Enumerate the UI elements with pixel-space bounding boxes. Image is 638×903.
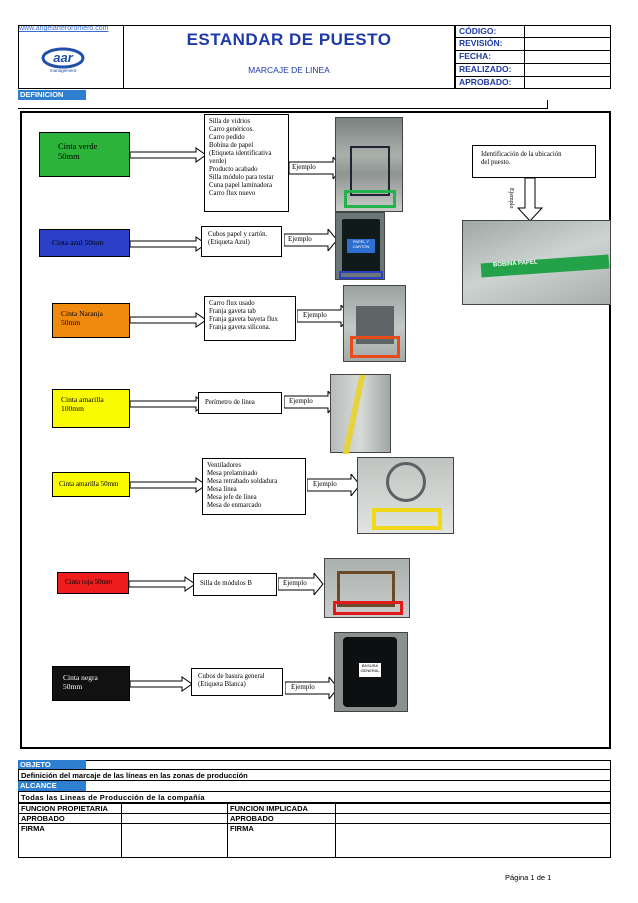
arrow-blue-to-items [130, 236, 206, 252]
field-aprobado-value[interactable] [524, 76, 611, 89]
approvals-table: FUNCION PROPIETARIA FUNCION IMPLICADA AP… [18, 803, 611, 858]
tape-orange: Cinta Naranja 50mm [52, 303, 130, 338]
items-yellow-100-text: Perímetro de línea [205, 399, 255, 406]
definicion-row [18, 100, 548, 109]
photo-black[interactable]: BASURA GENERAL [334, 632, 408, 712]
tape-red-label: Cinta roja 50mm [65, 578, 113, 586]
example-arrow-yellow-50 [307, 474, 361, 496]
identification-arrow [517, 178, 543, 222]
diagram-frame [20, 111, 611, 749]
field-fecha-label: FECHA: [455, 50, 525, 64]
photo-green[interactable] [335, 117, 403, 212]
header-logo-box [18, 25, 123, 89]
header-fields: CÓDIGO: REVISIÓN: FECHA: REALIZADO: APRO… [455, 25, 611, 89]
items-yellow-50-text: Ventiladores Mesa prelaminado Mesa retra… [207, 462, 278, 509]
logo-subtext: management [50, 68, 77, 73]
photo-blue-label: PAPEL Y CARTÓN [347, 239, 375, 253]
website-link[interactable]: www.angelarteroromero.com [19, 25, 109, 32]
field-fecha-value[interactable] [524, 50, 611, 64]
example-arrow-blue [284, 229, 338, 251]
arrow-yellow-50-to-items [130, 477, 206, 493]
logo-text: aar [53, 50, 73, 65]
approval-right-signature-label: FIRMA [227, 823, 336, 858]
example-label-yellow-100: Ejemplo [289, 397, 313, 405]
example-label-orange: Ejemplo [303, 311, 327, 319]
photo-blue[interactable]: PAPEL Y CARTÓN [335, 212, 385, 280]
alcance-label-row [86, 781, 611, 791]
approval-left-signature-value[interactable] [121, 823, 228, 858]
objeto-text: Definición del marcaje de las líneas en … [18, 769, 611, 781]
field-realizado-value[interactable] [524, 63, 611, 77]
items-red: Silla de módulos B [193, 573, 277, 596]
items-green-text: Silla de vidrios Carro genéricos. Carro … [209, 118, 274, 197]
items-red-text: Silla de módulos B [200, 580, 252, 587]
title-box [123, 25, 455, 89]
identification-text: Identificación de la ubicación del puest… [481, 151, 562, 166]
arrow-black-to-items [130, 676, 192, 692]
example-label-yellow-50: Ejemplo [313, 480, 337, 488]
items-black: Cubos de basura general (Etiqueta Blanca… [191, 668, 283, 696]
tape-yellow-50-label: Cinta amarilla 50mm [59, 480, 119, 488]
items-blue-text: Cubos papel y cartón. (Etiqueta Azul) [208, 231, 268, 246]
objeto-label-row [86, 760, 611, 770]
tape-yellow-100: Cinta amarilla 100mm [52, 389, 130, 428]
page-subtitle: MARCAJE DE LINEA [248, 65, 330, 75]
example-label-black: Ejemplo [291, 683, 315, 691]
items-black-text: Cubos de basura general (Etiqueta Blanca… [198, 673, 265, 688]
arrow-yellow-100-to-items [130, 396, 206, 412]
alcance-text: Todas las Lineas de Producción de la com… [18, 791, 611, 803]
identification-box: Identificación de la ubicación del puest… [472, 145, 596, 178]
photo-black-label: BASURA GENERAL [359, 663, 381, 677]
photo-orange[interactable] [343, 285, 406, 362]
tape-blue: Cinta azul 50mm [39, 229, 130, 257]
tape-blue-label: Cinta azul 50mm [52, 238, 104, 247]
field-realizado-label: REALIZADO: [455, 63, 525, 77]
items-blue: Cubos papel y cartón. (Etiqueta Azul) [201, 226, 282, 257]
approval-right-signature-value[interactable] [335, 823, 611, 858]
approval-left-signature-label: FIRMA [18, 823, 122, 858]
tape-black-label: Cinta negra 50mm [63, 673, 98, 691]
page-number: Página 1 de 1 [505, 873, 552, 882]
page-title: ESTANDAR DE PUESTO [186, 30, 392, 49]
field-revision-value[interactable] [524, 37, 611, 51]
tape-yellow-100-label: Cinta amarilla 100mm [61, 395, 104, 413]
example-label-blue: Ejemplo [288, 235, 312, 243]
alcance-label: ALCANCE [18, 781, 86, 791]
tape-orange-label: Cinta Naranja 50mm [61, 309, 103, 327]
arrow-orange-to-items [130, 312, 206, 328]
example-arrow-black [285, 677, 339, 699]
items-orange: Carro flux usado Franja gaveta tab Franj… [204, 296, 296, 341]
arrow-green-to-items [130, 147, 206, 163]
example-arrow-red [278, 573, 324, 595]
definicion-label: DEFINICION [18, 90, 86, 100]
photo-yellow-100[interactable] [330, 374, 391, 454]
objeto-label: OBJETO [18, 760, 86, 770]
identification-arrow-label: Ejemplo [508, 188, 514, 209]
items-yellow-50: Ventiladores Mesa prelaminado Mesa retra… [202, 458, 306, 515]
example-label-green: Ejemplo [292, 163, 316, 171]
company-logo: aar management [41, 46, 85, 74]
photo-identification[interactable]: BOBINA PAPEL [462, 220, 611, 305]
items-orange-text: Carro flux usado Franja gaveta tab Franj… [209, 300, 278, 331]
example-label-red: Ejemplo [283, 579, 307, 587]
field-revision-label: REVISIÓN: [455, 37, 525, 51]
items-green: Silla de vidrios Carro genéricos. Carro … [204, 114, 289, 212]
photo-red[interactable] [324, 558, 410, 618]
items-yellow-100: Perímetro de línea [198, 392, 282, 414]
tape-green: Cinta verde 50mm [39, 132, 130, 177]
tape-black: Cinta negra 50mm [52, 666, 130, 701]
tape-red: Cinta roja 50mm [57, 572, 129, 594]
field-aprobado-label: APROBADO: [455, 76, 525, 89]
tape-yellow-50: Cinta amarilla 50mm [52, 472, 130, 497]
tape-green-label: Cinta verde 50mm [58, 141, 98, 161]
arrow-red-to-items [129, 576, 195, 592]
photo-yellow-50[interactable] [357, 457, 454, 534]
